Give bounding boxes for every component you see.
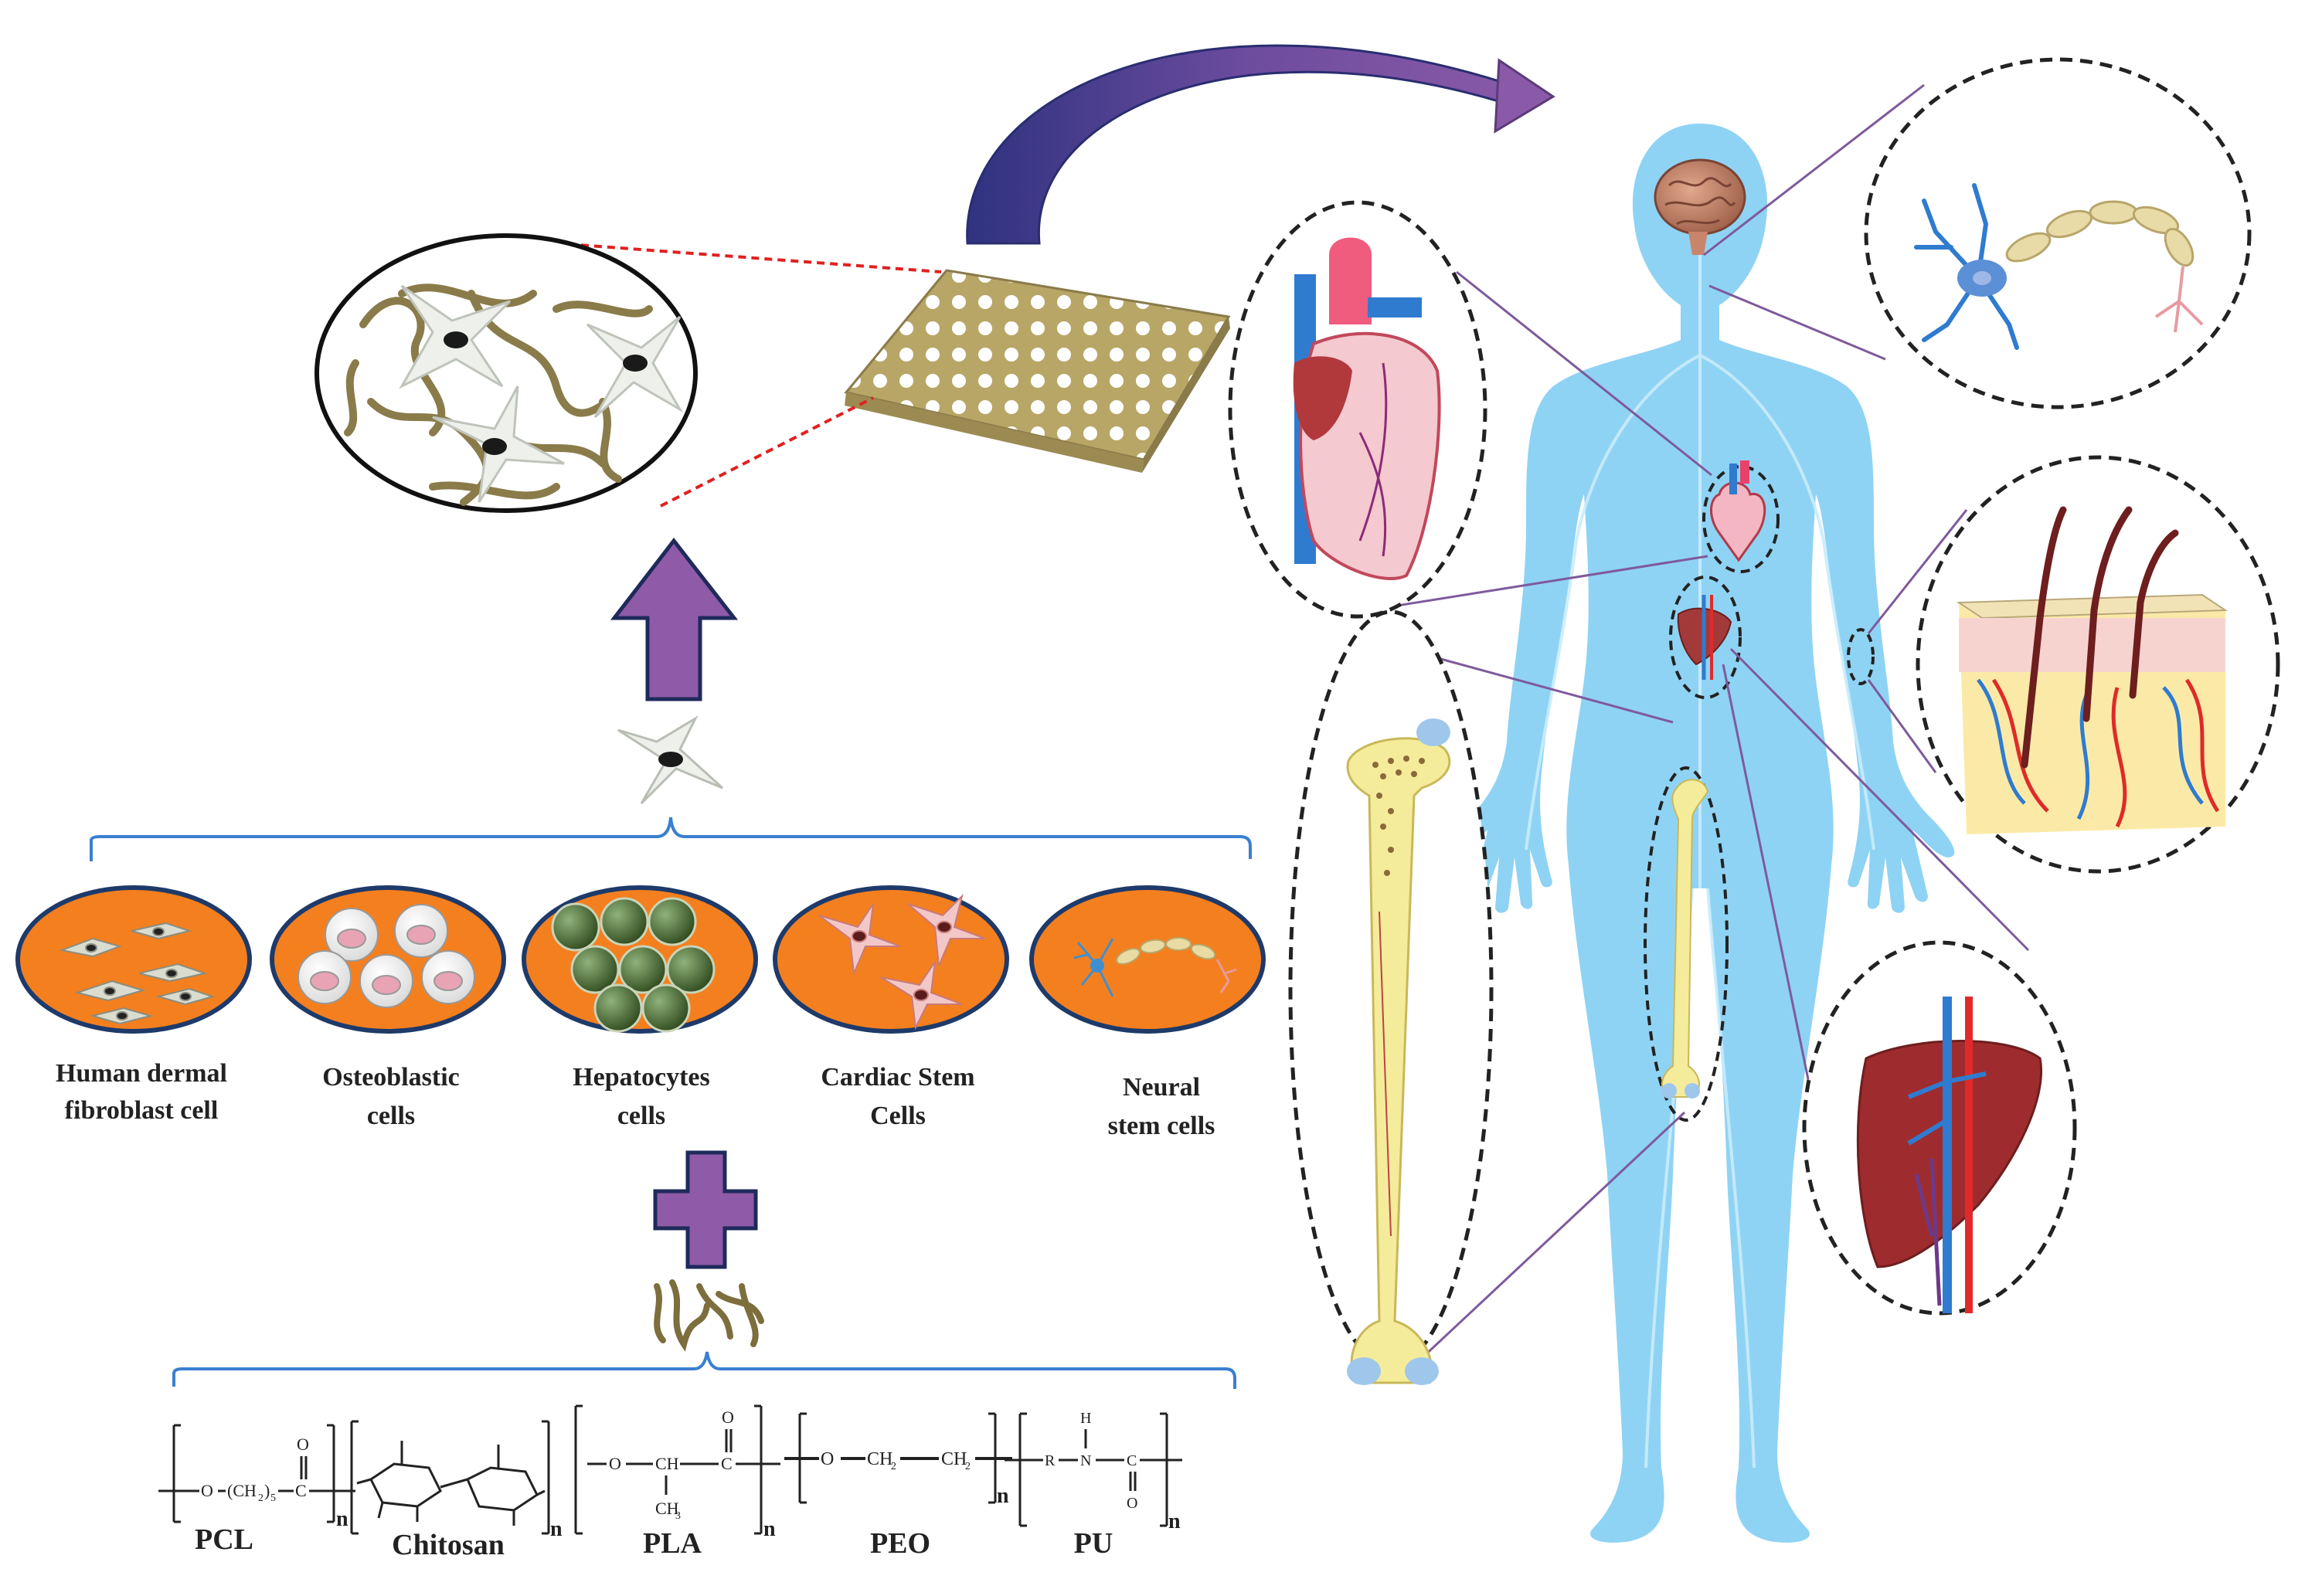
svg-text:n: n [336, 1507, 348, 1531]
connector-lines [1367, 83, 2030, 1361]
label-cardiac-line2: Cells [870, 1102, 926, 1130]
svg-text:n: n [1168, 1509, 1181, 1533]
svg-text:5: 5 [270, 1492, 276, 1504]
svg-text:N: N [1080, 1452, 1091, 1469]
zoom-cell [399, 284, 512, 389]
svg-text:O: O [821, 1449, 834, 1469]
svg-text:O: O [1127, 1495, 1137, 1512]
svg-text:2: 2 [891, 1461, 896, 1472]
neuron-detail-circle [1864, 57, 2252, 409]
svg-text:n: n [997, 1484, 1009, 1508]
polymer-label-pcl: PCL [195, 1523, 253, 1556]
cell-ellipse-neural [1029, 885, 1266, 1034]
label-fibroblast-line2: fibroblast cell [65, 1096, 219, 1125]
cell-ellipse-hepatocyte [522, 885, 758, 1034]
svg-text:2: 2 [965, 1461, 971, 1472]
svg-text:CH: CH [941, 1449, 967, 1469]
human-body [1445, 124, 1955, 1543]
zoom-cell [432, 385, 565, 503]
svg-text:CH: CH [655, 1454, 679, 1473]
svg-text:O: O [609, 1454, 621, 1473]
brain [1654, 158, 1746, 255]
label-osteoblast-line1: Osteoblastic [322, 1063, 460, 1092]
polymer-label-chitosan: Chitosan [392, 1529, 505, 1561]
skin-detail-circle [1916, 455, 2280, 874]
bone-detail-circle [1288, 610, 1494, 1385]
label-fibroblast-line1: Human dermal [56, 1059, 227, 1088]
curved-arrow [966, 44, 1555, 245]
polymers-bracket [172, 1351, 1236, 1389]
label-cardiac-line1: Cardiac Stem [821, 1063, 974, 1092]
svg-text:O: O [722, 1408, 734, 1427]
polymer-pu-structure: R N H C O n [1005, 1410, 1182, 1533]
svg-text:CH: CH [655, 1499, 679, 1518]
label-osteoblast-line2: cells [367, 1102, 415, 1130]
label-neural-line1: Neural [1123, 1073, 1200, 1102]
svg-text:O: O [201, 1481, 213, 1500]
plus-sign [653, 1150, 758, 1269]
svg-text:2: 2 [258, 1492, 263, 1504]
svg-text:n: n [763, 1517, 776, 1541]
cell-labels: Human dermal fibroblast cell Osteoblasti… [56, 1059, 1215, 1140]
polymer-label-pu: PU [1074, 1527, 1113, 1560]
svg-text:C: C [1127, 1452, 1137, 1469]
body-heart-marker [1702, 460, 1780, 573]
svg-text:R: R [1045, 1452, 1056, 1469]
body-skin-marker [1847, 628, 1875, 685]
zoom-cell [586, 315, 684, 419]
zoom-lines [567, 243, 942, 508]
cell-ellipse-fibroblast [15, 885, 252, 1034]
heart-detail-circle [1228, 200, 1487, 619]
cell-ellipse-osteoblast [270, 885, 506, 1034]
polymer-pla-structure: O CH C O CH 3 n [574, 1404, 780, 1541]
up-arrow [610, 537, 739, 701]
svg-text:CH: CH [867, 1449, 892, 1469]
fiber-icon [654, 1279, 764, 1352]
cell-types-bracket [90, 817, 1252, 861]
fiber-cell-zoom-circle [314, 233, 698, 513]
label-hepatocyte-line2: cells [617, 1102, 665, 1130]
cell-ellipse-cardiac [773, 885, 1009, 1034]
body-bone-marker [1644, 766, 1729, 1122]
polymer-chitosan-structure: n [350, 1420, 563, 1541]
svg-text:C: C [295, 1481, 307, 1500]
svg-text:n: n [550, 1517, 563, 1541]
svg-text:C: C [721, 1454, 733, 1473]
svg-text:(CH: (CH [227, 1481, 257, 1500]
polymer-pcl-structure: O (CH 2 ) 5 C O n [158, 1424, 355, 1531]
svg-text:3: 3 [675, 1510, 681, 1522]
svg-text:O: O [297, 1435, 309, 1454]
label-hepatocyte-line1: Hepatocytes [573, 1063, 710, 1092]
polymer-peo-structure: O CH 2 CH 2 n [784, 1412, 1012, 1508]
label-neural-line2: stem cells [1108, 1112, 1215, 1140]
polymer-label-peo: PEO [870, 1527, 930, 1560]
svg-text:H: H [1080, 1410, 1091, 1427]
body-liver-marker [1669, 576, 1742, 699]
polymer-label-pla: PLA [643, 1527, 702, 1560]
single-cell-icon [617, 715, 724, 805]
svg-text:): ) [264, 1481, 270, 1500]
liver-detail-circle [1802, 940, 2077, 1316]
scaffold-mesh [844, 269, 1231, 473]
